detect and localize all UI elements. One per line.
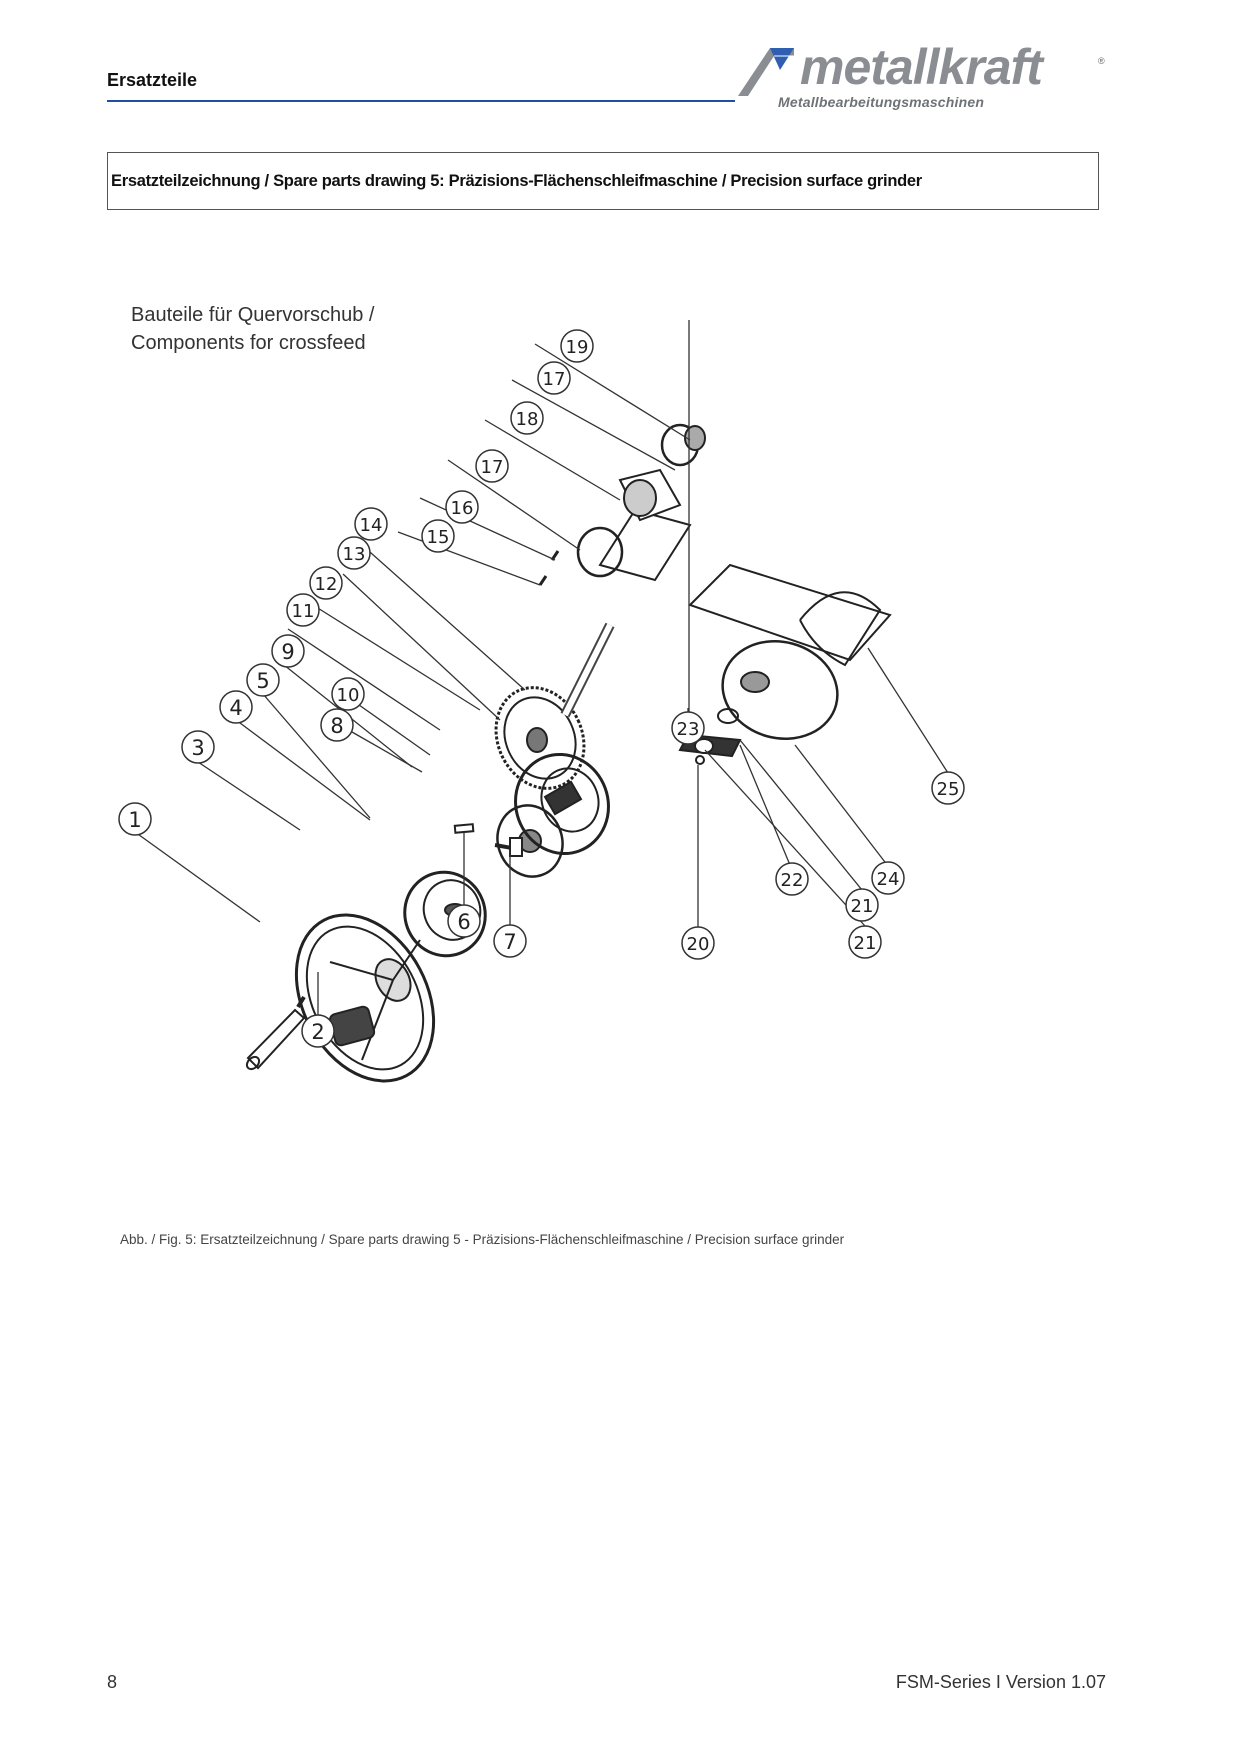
callout-14: 14 [354,507,388,541]
callout-bubbles: 1 2 3 4 5 6 7 8 9 10 11 12 13 14 15 16 1… [118,329,965,1048]
section-label: Ersatzteile [107,70,198,90]
callout-label-1: 1 [128,808,141,832]
exploded-parts-drawing: 1 2 3 4 5 6 7 8 9 10 11 12 13 14 15 16 1… [118,320,965,1083]
callout-label-9: 9 [281,640,294,664]
logo-tagline: Metallbearbeitungsmaschinen [778,94,985,110]
callout-label-18: 18 [516,409,539,430]
callout-2: 2 [301,1014,335,1048]
callout-label-13: 13 [343,544,366,565]
callout-15: 15 [421,519,455,553]
callout-12: 12 [309,566,343,600]
logo-registered-mark: ® [1098,56,1105,66]
callout-label-19: 19 [566,337,589,358]
metallkraft-logo-icon [738,48,794,96]
brand-logo: metallkraft ® Metallbearbeitungsmaschine… [730,39,1110,116]
document-version: FSM-Series I Version 1.07 [895,1672,1106,1692]
callout-label-10: 10 [337,685,360,706]
callout-4: 4 [219,690,253,724]
handle-part [245,995,306,1071]
callout-17a: 17 [537,361,571,395]
shaft-part [538,550,615,718]
callout-label-22: 22 [781,870,804,891]
nut-part [660,423,706,467]
collar-parts [403,752,610,958]
callout-label-7: 7 [503,930,516,954]
callout-label-20: 20 [687,934,710,955]
drawing-title: Ersatzteilzeichnung / Spare parts drawin… [111,172,922,190]
subtitle-line-1: Bauteile für Quervorschub / [131,304,375,326]
callout-label-21a: 21 [851,896,874,917]
callout-13: 13 [337,536,371,570]
callout-label-24: 24 [877,869,900,890]
bearing-housing-part [576,468,692,582]
callout-label-16: 16 [451,498,474,519]
callout-label-12: 12 [315,574,338,595]
callout-label-17b: 17 [481,457,504,478]
callout-label-5: 5 [256,669,269,693]
callout-17b: 17 [475,449,509,483]
callout-21b: 21 [848,925,882,959]
logo-wordmark: metallkraft [800,39,1043,95]
callout-23: 23 [671,711,705,745]
callout-7: 7 [493,924,527,958]
figure-caption: Abb. / Fig. 5: Ersatzteilzeichnung / Spa… [120,1232,845,1247]
callout-5: 5 [246,663,280,697]
callout-22: 22 [775,862,809,896]
callout-label-25: 25 [937,779,960,800]
header-rule [107,100,735,102]
callout-10: 10 [331,677,365,711]
callout-label-23: 23 [677,719,700,740]
callout-3: 3 [181,730,215,764]
callout-6: 6 [447,904,481,938]
callout-label-4: 4 [229,696,242,720]
callout-label-8: 8 [330,714,343,738]
title-box: Ersatzteilzeichnung / Spare parts drawin… [107,152,1099,210]
callout-1: 1 [118,802,152,836]
callout-9: 9 [271,634,305,668]
drawing-subtitle: Bauteile für Quervorschub / Components f… [131,301,374,357]
callout-20: 20 [681,926,715,960]
callout-24: 24 [871,861,905,895]
leader-lines [134,320,949,1028]
gear-part [494,686,586,790]
callout-label-2: 2 [311,1020,324,1044]
pin-part [453,823,475,834]
callout-25: 25 [931,771,965,805]
callout-label-15: 15 [427,527,450,548]
callout-19: 19 [560,329,594,363]
handwheel-part [294,913,436,1083]
callout-label-17a: 17 [543,369,566,390]
callout-8: 8 [320,708,354,742]
page-number: 8 [107,1672,118,1692]
callout-label-3: 3 [191,736,204,760]
callout-21a: 21 [845,888,879,922]
callout-label-11: 11 [292,601,315,622]
motor-assembly [678,563,892,765]
callout-label-14: 14 [360,515,383,536]
callout-label-6: 6 [457,910,470,934]
screw-part [494,837,523,857]
callout-16: 16 [445,490,479,524]
callout-11: 11 [286,593,320,627]
callout-label-21b: 21 [854,933,877,954]
subtitle-line-2: Components for crossfeed [131,332,366,354]
callout-18: 18 [510,401,544,435]
